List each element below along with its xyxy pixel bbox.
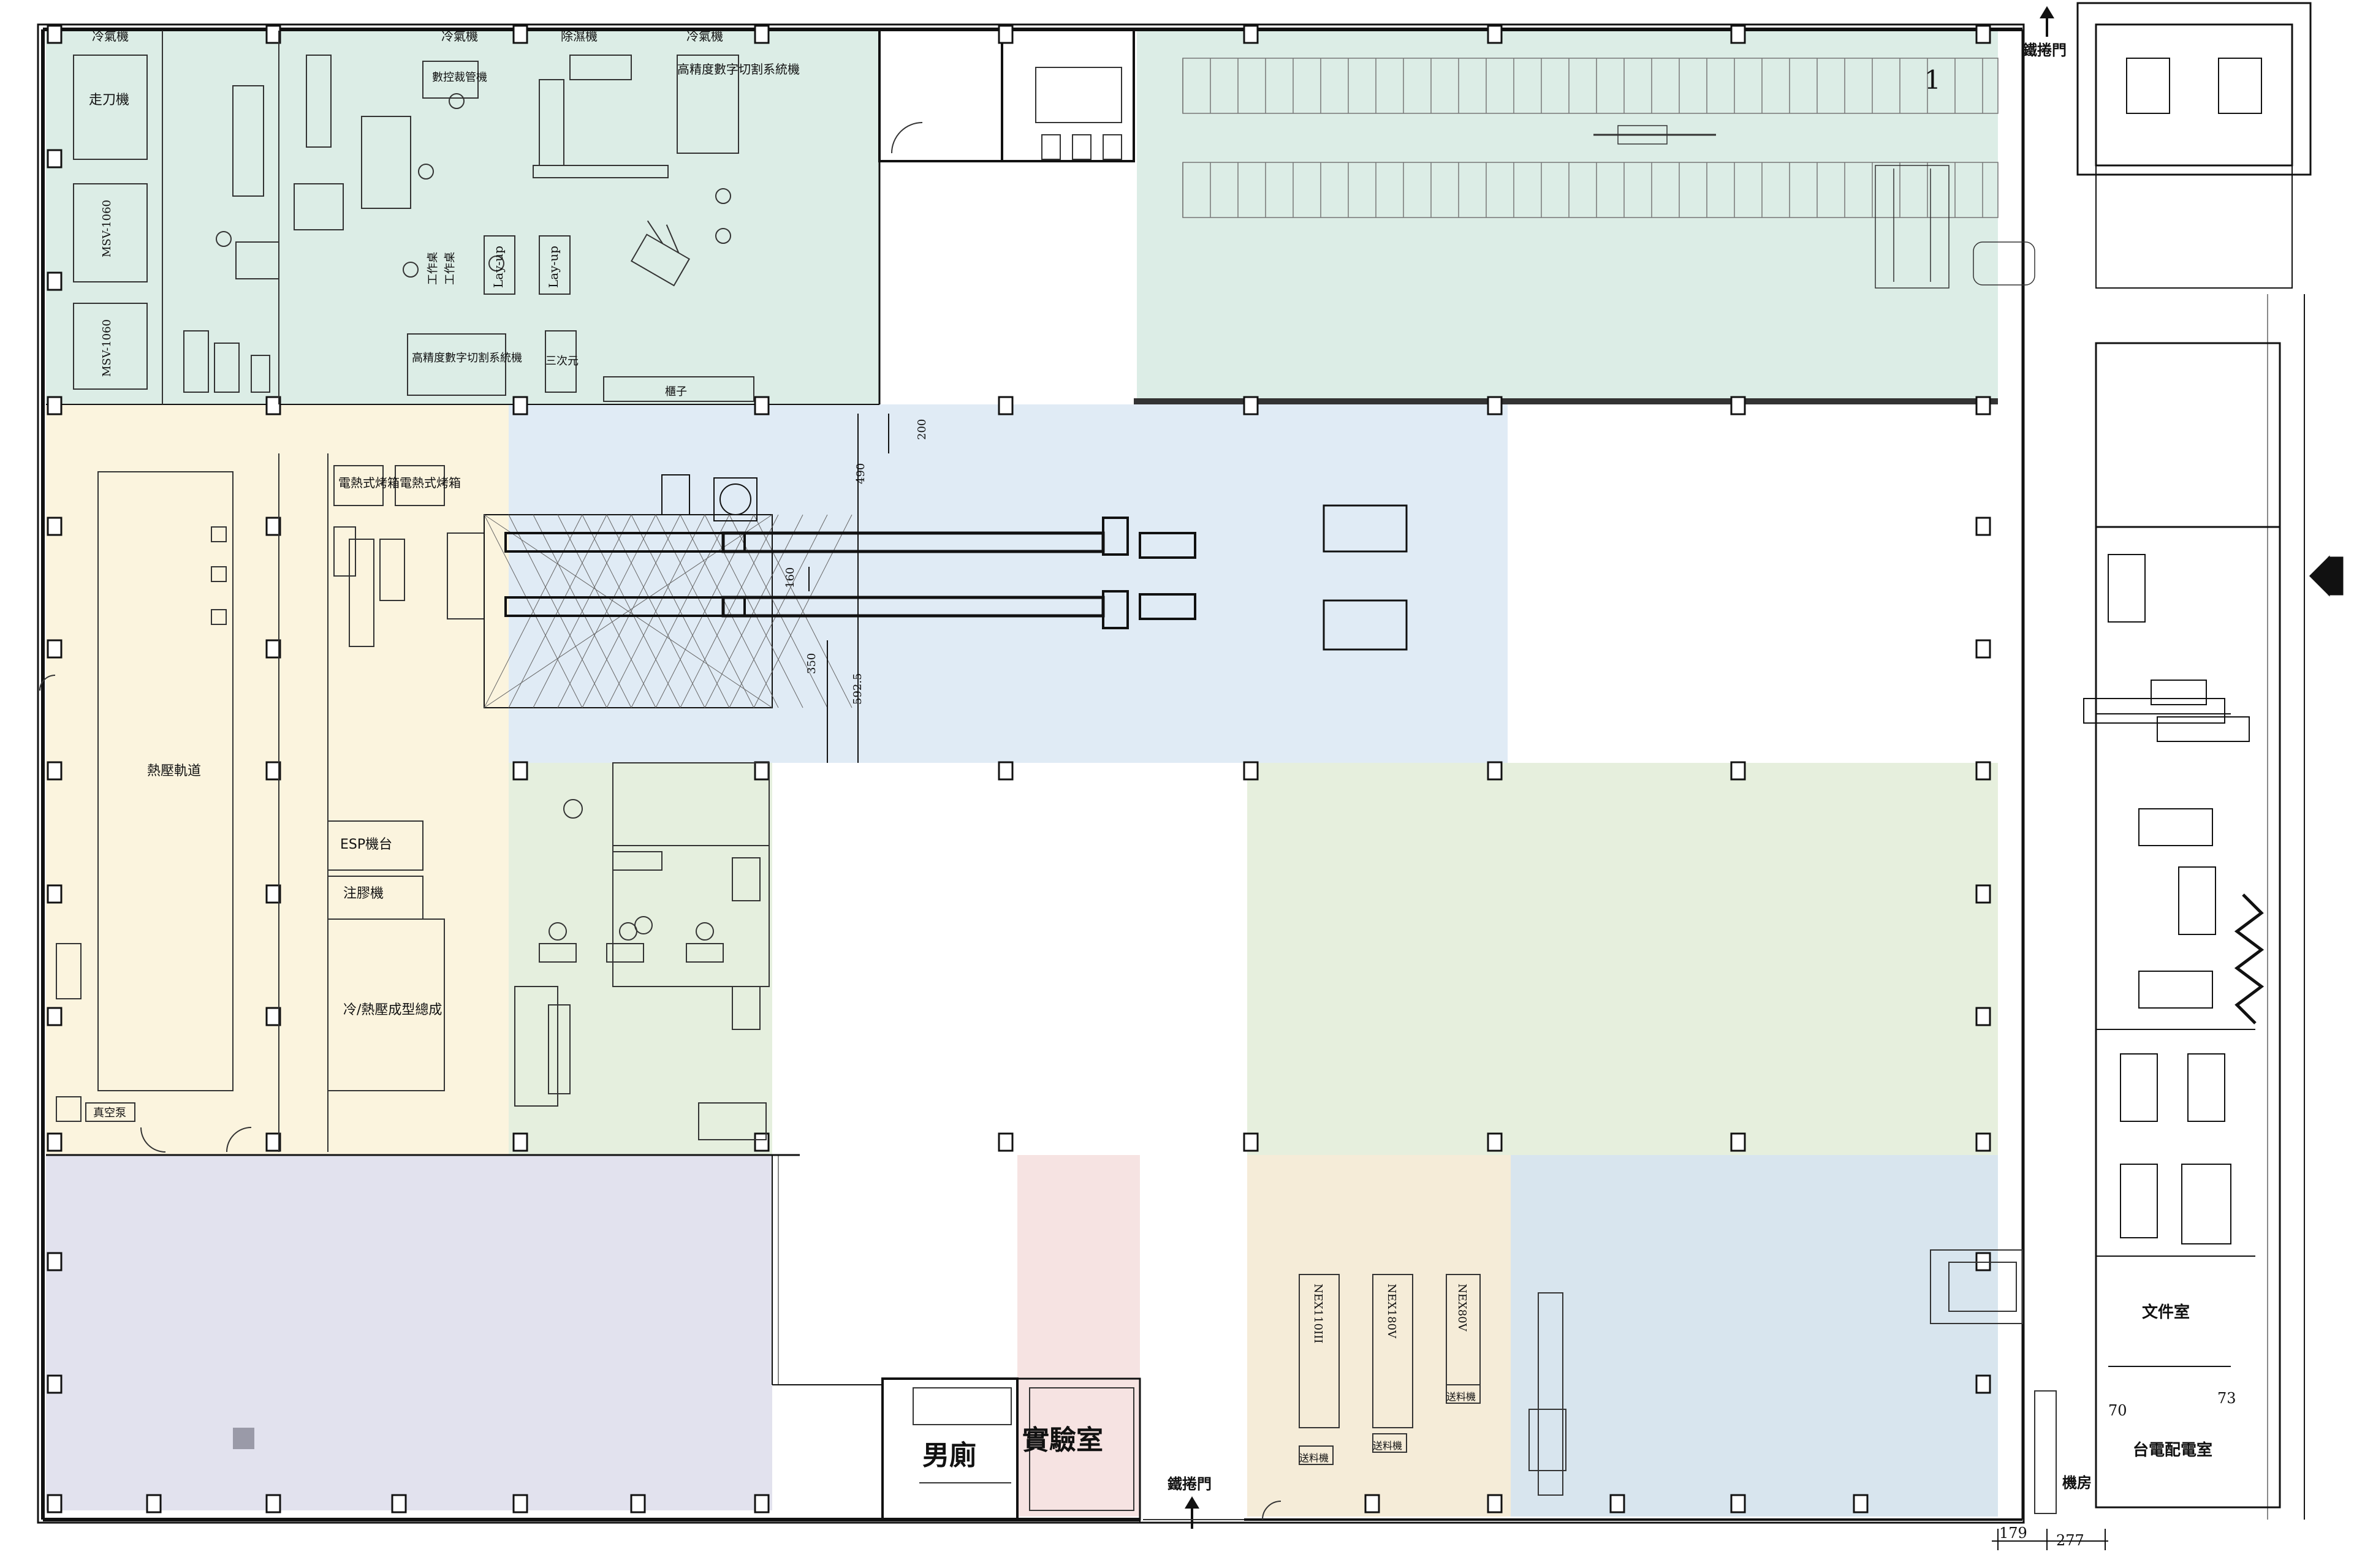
esp-station-label: ESP機台 xyxy=(340,837,392,852)
right-office-strip xyxy=(2083,294,2344,1520)
machine-room-hatch xyxy=(2034,1390,2057,1514)
walls xyxy=(37,23,2025,1524)
restroom-lab xyxy=(913,1387,1134,1511)
cutting-area xyxy=(73,31,754,404)
roller-door-bottom xyxy=(1143,1496,1244,1529)
dim-73: 73 xyxy=(2217,1390,2236,1407)
nex-3-label: NEX80V xyxy=(1456,1284,1468,1332)
sewing-area xyxy=(514,762,770,1140)
file-room-label: 文件室 xyxy=(2142,1303,2190,1322)
zone-green-big xyxy=(1247,763,1998,1155)
zone-injection-b xyxy=(1511,1155,1998,1517)
lattice-line xyxy=(753,514,852,708)
dim-490: 490 xyxy=(854,463,867,484)
cnc-center-label: 數控裁管機 xyxy=(432,71,487,84)
purple-area-marker xyxy=(233,1428,254,1449)
chiller-label-3: 冷氣機 xyxy=(686,29,723,44)
roller-door-top-label: 鐵捲門 xyxy=(2022,42,2067,59)
hot-press-track-label: 熱壓軌道 xyxy=(147,763,201,779)
columns xyxy=(47,25,1991,1513)
assembly-line xyxy=(484,414,1408,763)
msv-top-label: MSV-1060 xyxy=(101,200,113,257)
warehouse-racks xyxy=(1182,58,2035,289)
power-room-label: 台電配電室 xyxy=(2133,1441,2212,1460)
lattice-line xyxy=(655,514,754,708)
lattice-line xyxy=(484,514,583,708)
zone-cutting xyxy=(46,31,879,404)
zone-lab xyxy=(1017,1155,1140,1517)
lay-up-1-label: Lay-up xyxy=(491,246,506,288)
lattice-line xyxy=(606,514,705,708)
lattice-line xyxy=(582,514,681,708)
roller-door-top xyxy=(2040,6,2054,37)
nex-1-label: NEX110III xyxy=(1312,1284,1324,1343)
nex-2-label: NEX180V xyxy=(1385,1284,1398,1339)
zone-purple xyxy=(46,1155,772,1510)
workbench-2-label: 工作桌 xyxy=(444,252,457,285)
lattice-line xyxy=(631,514,730,708)
feeder-1-label: 送料機 xyxy=(1299,1452,1329,1464)
workbench-1-label: 工作桌 xyxy=(427,252,439,285)
zone-sewing xyxy=(509,763,772,1155)
lattice-line xyxy=(557,514,656,708)
lattice-line xyxy=(704,514,803,708)
thermal-area xyxy=(39,453,485,1153)
roller-door-bottom-label: 鐵捲門 xyxy=(1168,1475,1212,1493)
zone-injection-a xyxy=(1247,1155,1511,1517)
mens-room-label: 男廁 xyxy=(922,1440,976,1471)
chiller-label-1: 冷氣機 xyxy=(92,29,129,44)
rack-label: 櫃子 xyxy=(665,385,687,398)
lattice-line xyxy=(680,514,779,708)
dim-70: 70 xyxy=(2108,1402,2127,1419)
lay-up-2-label: Lay-up xyxy=(546,246,561,288)
vacuum-pump-label: 真空泵 xyxy=(93,1107,126,1119)
feeder-3-label: 送料機 xyxy=(1446,1391,1476,1403)
injection-machine-label: 注膠機 xyxy=(343,886,384,901)
dim-200: 200 xyxy=(916,419,928,440)
walking-knife-label: 走刀機 xyxy=(89,93,129,108)
chiller-label-2: 冷氣機 xyxy=(441,29,478,44)
injection-area xyxy=(1262,1249,2023,1520)
oven-2-label: 電熱式烤箱 xyxy=(400,475,461,490)
high-precision-top-label: 高精度數字切割系統機 xyxy=(677,62,800,77)
three-d-label: 三次元 xyxy=(545,355,579,368)
dim-160: 160 xyxy=(784,567,797,588)
feeder-2-label: 送料機 xyxy=(1373,1440,1402,1452)
lab-label: 實驗室 xyxy=(1022,1425,1103,1456)
dim-592-5: 592.5 xyxy=(851,673,864,705)
zone-assembly xyxy=(509,404,1508,763)
machine-room-label: 機房 xyxy=(2062,1474,2092,1491)
top-middle-rooms xyxy=(891,67,1122,160)
lattice-line xyxy=(533,514,632,708)
msv-bottom-label: MSV-1060 xyxy=(101,319,113,377)
lattice-line xyxy=(729,514,828,708)
high-precision-bottom-label: 高精度數字切割系統機 xyxy=(412,352,522,365)
lattice-line xyxy=(508,514,607,708)
dehumidifier-label: 除濕機 xyxy=(561,29,598,44)
dim-179: 179 xyxy=(1999,1524,2027,1542)
top-right-office xyxy=(2076,2,2312,289)
cold-hot-press-label: 冷/熱壓成型總成 xyxy=(343,1002,442,1018)
oven-1-label: 電熱式烤箱 xyxy=(338,475,400,490)
cutting-labels: 冷氣機 冷氣機 除濕機 冷氣機 走刀機 MSV-1060 MSV-1060 數控… xyxy=(89,29,800,398)
bottom-right-dimension-lines xyxy=(1992,1529,2108,1550)
dim-350: 350 xyxy=(805,653,818,674)
bay-number: 1 xyxy=(1924,65,1941,95)
zone-warehouse-top xyxy=(1137,31,1998,401)
